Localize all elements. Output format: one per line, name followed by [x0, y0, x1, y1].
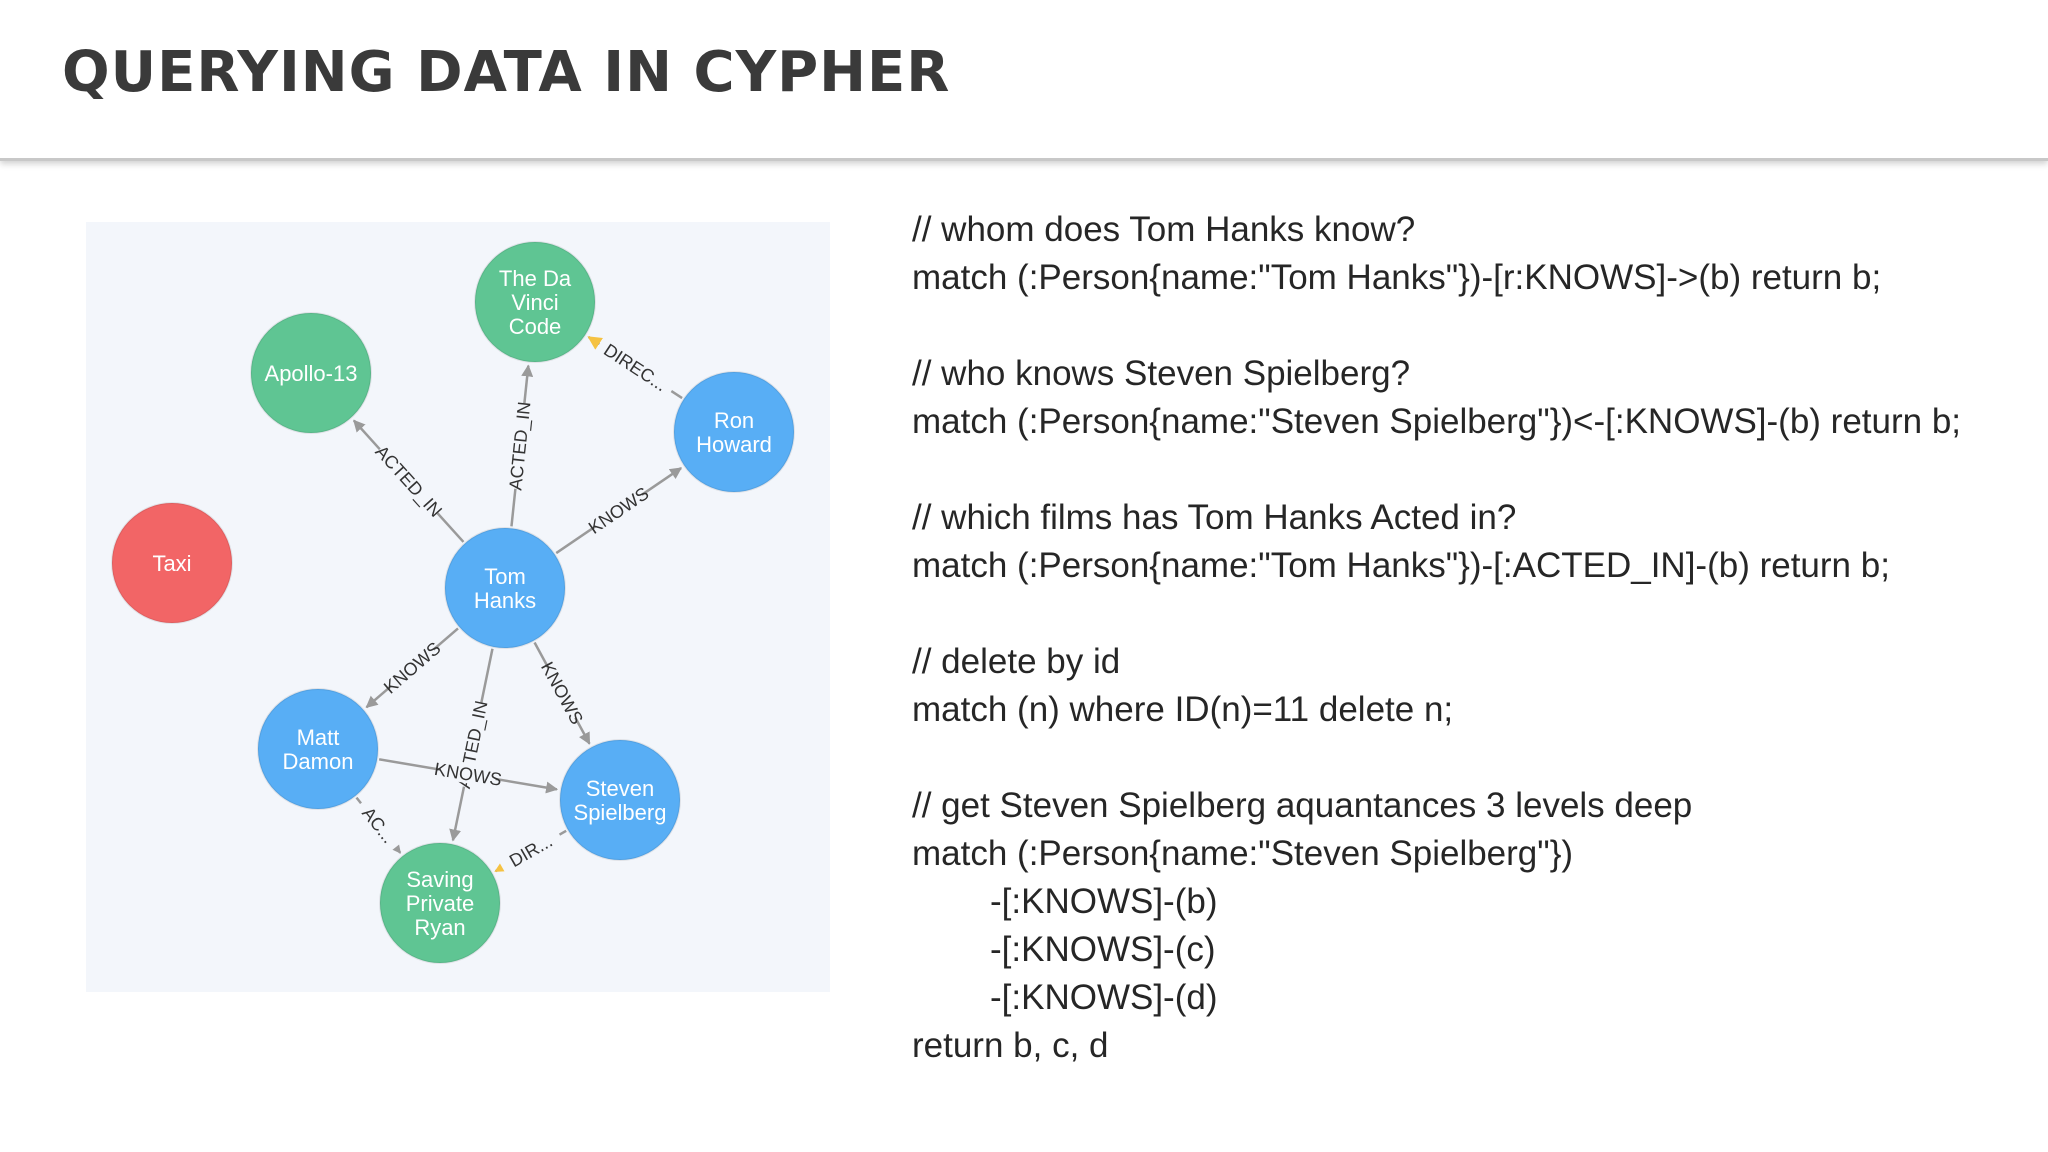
- code-blank-line: [912, 302, 2032, 350]
- graph-node-circle: [673, 371, 795, 493]
- graph-edge-label-bg: [496, 825, 564, 876]
- code-query-line: match (:Person{name:"Tom Hanks"})-[r:KNO…: [912, 258, 1882, 297]
- graph-edge-label-bg: [540, 663, 586, 723]
- code-comment-line: // who knows Steven Spielberg?: [912, 354, 1411, 393]
- code-blank-line: [912, 734, 2032, 782]
- graph-node-label: Taxi: [152, 551, 191, 576]
- graph-edge-label: DIR...: [506, 831, 556, 871]
- graph-node-label: Matt: [297, 725, 340, 750]
- graph-node-circle: [559, 739, 681, 861]
- graph-edge-label: ACTED_IN: [505, 401, 535, 492]
- code-query-line: return b, c, d: [912, 1026, 1109, 1065]
- graph-node-circle: [474, 241, 596, 363]
- code-comment-line: // get Steven Spielberg aquantances 3 le…: [912, 786, 1693, 825]
- code-query-line: -[:KNOWS]-(c): [990, 930, 1216, 969]
- graph-node-label: Tom: [484, 564, 526, 589]
- graph-node-label: Vinci: [511, 290, 558, 315]
- graph-edge-label: KNOWS: [380, 638, 445, 698]
- code-comment-line: // whom does Tom Hanks know?: [912, 210, 1416, 249]
- code-query-line: match (:Person{name:"Steven Spielberg"})…: [912, 402, 1962, 441]
- graph-node-label: The Da: [499, 266, 572, 291]
- graph-node-label: Spielberg: [574, 800, 667, 825]
- graph-node-label: Apollo-13: [265, 361, 358, 386]
- graph-node-label: Ron: [714, 408, 754, 433]
- graph-node-circle: [257, 688, 379, 810]
- graph-edge-label: ACTED_IN: [371, 441, 446, 521]
- code-query-line: -[:KNOWS]-(d): [990, 978, 1218, 1017]
- graph-edge-label-bg: [504, 402, 534, 490]
- graph-node-label: Steven: [586, 776, 655, 801]
- graph-edge-label-bg: [373, 441, 446, 520]
- code-comment-line: // delete by id: [912, 642, 1121, 681]
- graph-node-taxi: Taxi: [111, 502, 233, 624]
- graph-edge-label: KNOWS: [585, 483, 652, 538]
- graph-node-circle: [250, 312, 372, 434]
- graph-node-apollo: Apollo-13: [250, 312, 372, 434]
- graph-node-label: Howard: [696, 432, 772, 457]
- code-query-line: match (:Person{name:"Tom Hanks"})-[:ACTE…: [912, 546, 1890, 585]
- graph-edge-label: DIREC...: [600, 340, 670, 396]
- slide-header: QUERYING DATA IN CYPHER: [0, 0, 2048, 161]
- graph-edge-label-bg: [438, 758, 498, 788]
- graph-node-label: Code: [509, 314, 562, 339]
- graph-node-label: Saving: [406, 867, 473, 892]
- graph-node-label: Damon: [283, 749, 354, 774]
- graph-node-circle: [379, 842, 501, 964]
- graph-edge-label-bg: [594, 334, 678, 399]
- graph-edge-label-bg: [383, 641, 440, 693]
- graph-node-circle: [111, 502, 233, 624]
- graph-node-circle: [444, 527, 566, 649]
- code-comment-line: // which films has Tom Hanks Acted in?: [912, 498, 1517, 537]
- page-title: QUERYING DATA IN CYPHER: [62, 40, 951, 105]
- code-query-line: match (n) where ID(n)=11 delete n;: [912, 690, 1454, 729]
- code-query-line: match (:Person{name:"Steven Spielberg"}): [912, 834, 1574, 873]
- graph-edge-label: KNOWS: [537, 658, 587, 727]
- graph-edge-label-bg: [353, 796, 405, 853]
- code-blank-line: [912, 590, 2032, 638]
- graph-node-label: Ryan: [414, 915, 465, 940]
- graph-node-label: Private: [406, 891, 474, 916]
- cypher-code-block: // whom does Tom Hanks know? match (:Pers…: [912, 206, 2032, 1070]
- graph-edge-label-bg: [589, 485, 647, 534]
- graph-node-label: Hanks: [474, 588, 536, 613]
- code-query-line: -[:KNOWS]-(b): [990, 882, 1218, 921]
- code-blank-line: [912, 446, 2032, 494]
